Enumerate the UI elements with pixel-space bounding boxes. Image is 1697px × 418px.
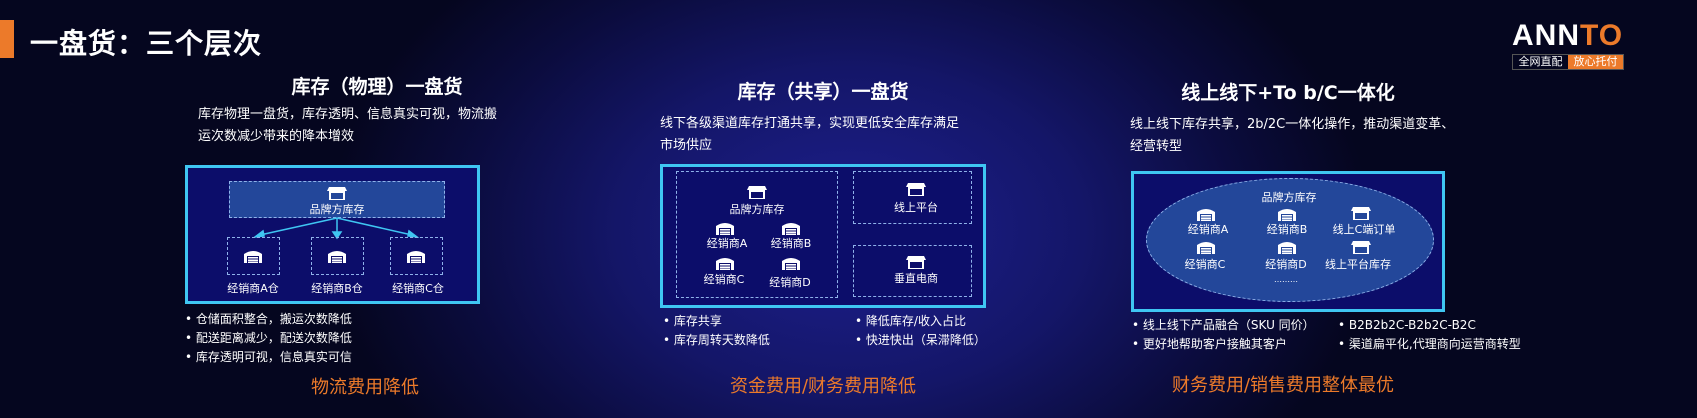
integration-ellipse [1146,178,1434,302]
warehouse-a-box [227,237,280,275]
panel1-result: 物流费用降低 [311,377,419,398]
brand-inventory-label: 品牌方库存 [729,203,785,216]
panel2-diagram [660,164,986,308]
warehouse-icon [781,221,801,235]
store-icon [1351,206,1371,220]
online-stock-label: 线上平台库存 [1325,258,1391,271]
online-platform-label: 线上平台 [894,201,938,214]
more-ellipsis: ……… [1274,275,1298,284]
warehouse-icon [781,256,801,270]
online-order-label: 线上C端订单 [1332,223,1396,236]
warehouse-icon [715,221,735,235]
warehouse-label: 经销商B仓 [311,282,363,295]
brand-inventory-label: 品牌方库存 [309,203,365,216]
panel3-result: 财务费用/销售费用整体最优 [1171,375,1395,396]
dealer-label: 经销商D [769,276,811,289]
panel2-desc: 线下各级渠道库存打通共享，实现更低安全库存满足市场供应 [660,116,960,153]
store-icon [1351,240,1371,254]
panel3-bullets-left: 线上线下产品融合（SKU 同价）更好地帮助客户接触其客户 [1132,316,1315,354]
distribution-arrows [252,217,420,240]
warehouse-b-box [311,237,364,275]
dealer-label: 经销商A [1187,223,1229,236]
panel1-desc: 库存物理一盘货，库存透明、信息真实可视，物流搬运次数减少带来的降本增效 [198,107,498,144]
header-accent-bar [0,20,14,58]
panel2-bullets-right: 降低库存/收入占比快进快出（呆滞降低） [855,312,986,350]
dealer-label: 经销商C [1184,258,1226,271]
brand-inventory-label: 品牌方库存 [1261,191,1317,204]
warehouse-label: 经销商C仓 [392,282,444,295]
warehouse-icon [327,249,347,263]
warehouse-icon [715,256,735,270]
dealer-label: 经销商C [703,273,745,286]
store-icon [906,255,926,269]
page-title: 一盘货：三个层次 [30,27,263,60]
panel3-desc: 线上线下库存共享，2b/2C一体化操作，推动渠道变革、经营转型 [1130,117,1455,154]
panel3-bullets-right: B2B2b2C-B2b2C-B2C渠道扁平化,代理商向运营商转型 [1338,316,1521,354]
warehouse-icon [1196,240,1216,254]
annto-logo: ANNTO 全网直配放心托付 [1512,19,1624,70]
dealer-label: 经销商A [706,237,748,250]
dealer-label: 经销商D [1265,258,1307,271]
vertical-ecommerce-label: 垂直电商 [894,272,938,285]
store-icon [327,186,347,200]
warehouse-icon [1196,207,1216,221]
warehouse-icon [1277,207,1297,221]
panel3-title: 线上线下+To b/C一体化 [1181,82,1395,104]
warehouse-icon [243,249,263,263]
offline-channel-box [676,171,838,298]
panel1-bullets: 仓储面积整合，搬运次数降低配送距离减少，配送次数降低库存透明可视，信息真实可信 [185,310,352,367]
warehouse-label: 经销商A仓 [227,282,279,295]
store-icon [747,185,767,199]
vertical-ecommerce-box [853,245,972,297]
warehouse-icon [1277,240,1297,254]
panel2-title: 库存（共享）一盘货 [737,81,909,103]
panel1-title: 库存（物理）一盘货 [291,76,463,98]
panel2-result: 资金费用/财务费用降低 [729,376,917,397]
dealer-label: 经销商B [770,237,812,250]
online-platform-box [853,171,972,224]
panel2-bullets-left: 库存共享库存周转天数降低 [663,312,770,350]
warehouse-icon [406,249,426,263]
dealer-label: 经销商B [1266,223,1308,236]
store-icon [906,182,926,196]
warehouse-c-box [390,237,443,275]
